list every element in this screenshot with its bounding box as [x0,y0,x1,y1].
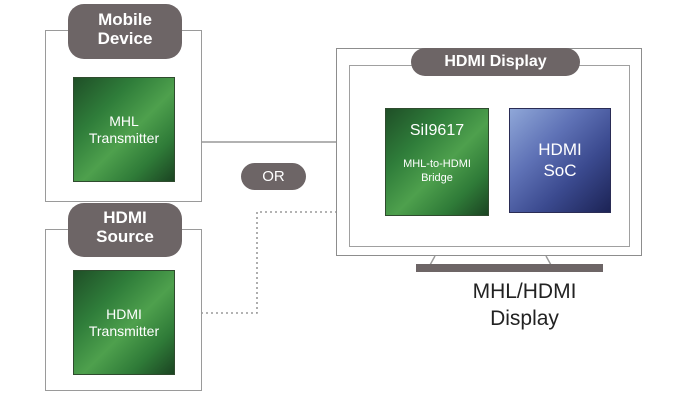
stand-leg-right [545,255,552,266]
mhl-transmitter-label: MHL Transmitter [88,113,160,146]
hdmi-transmitter-chip: HDMI Transmitter [73,270,175,375]
mobile-device-label: Mobile Device [68,4,182,59]
or-badge: OR [241,163,306,190]
hdmi-soc-chip: HDMI SoC [509,108,611,213]
hdmi-soc-label: HDMI SoC [538,140,582,180]
hdmi-display-label: HDMI Display [411,48,580,76]
hdmi-source-label: HDMI Source [68,203,182,257]
bridge-chip-subtitle: MHL-to-HDMI Bridge [403,158,471,184]
display-caption: MHL/HDMI Display [472,280,577,331]
hdmi-connector [201,211,336,314]
hdmi-transmitter-label: HDMI Transmitter [88,306,160,339]
mhl-transmitter-chip: MHL Transmitter [73,77,175,182]
stand-leg-left [429,255,436,266]
stand-base [416,264,603,272]
bridge-chip-title: SiI9617 [409,122,465,139]
sii9617-bridge-chip: SiI9617 MHL-to-HDMI Bridge [385,108,489,216]
